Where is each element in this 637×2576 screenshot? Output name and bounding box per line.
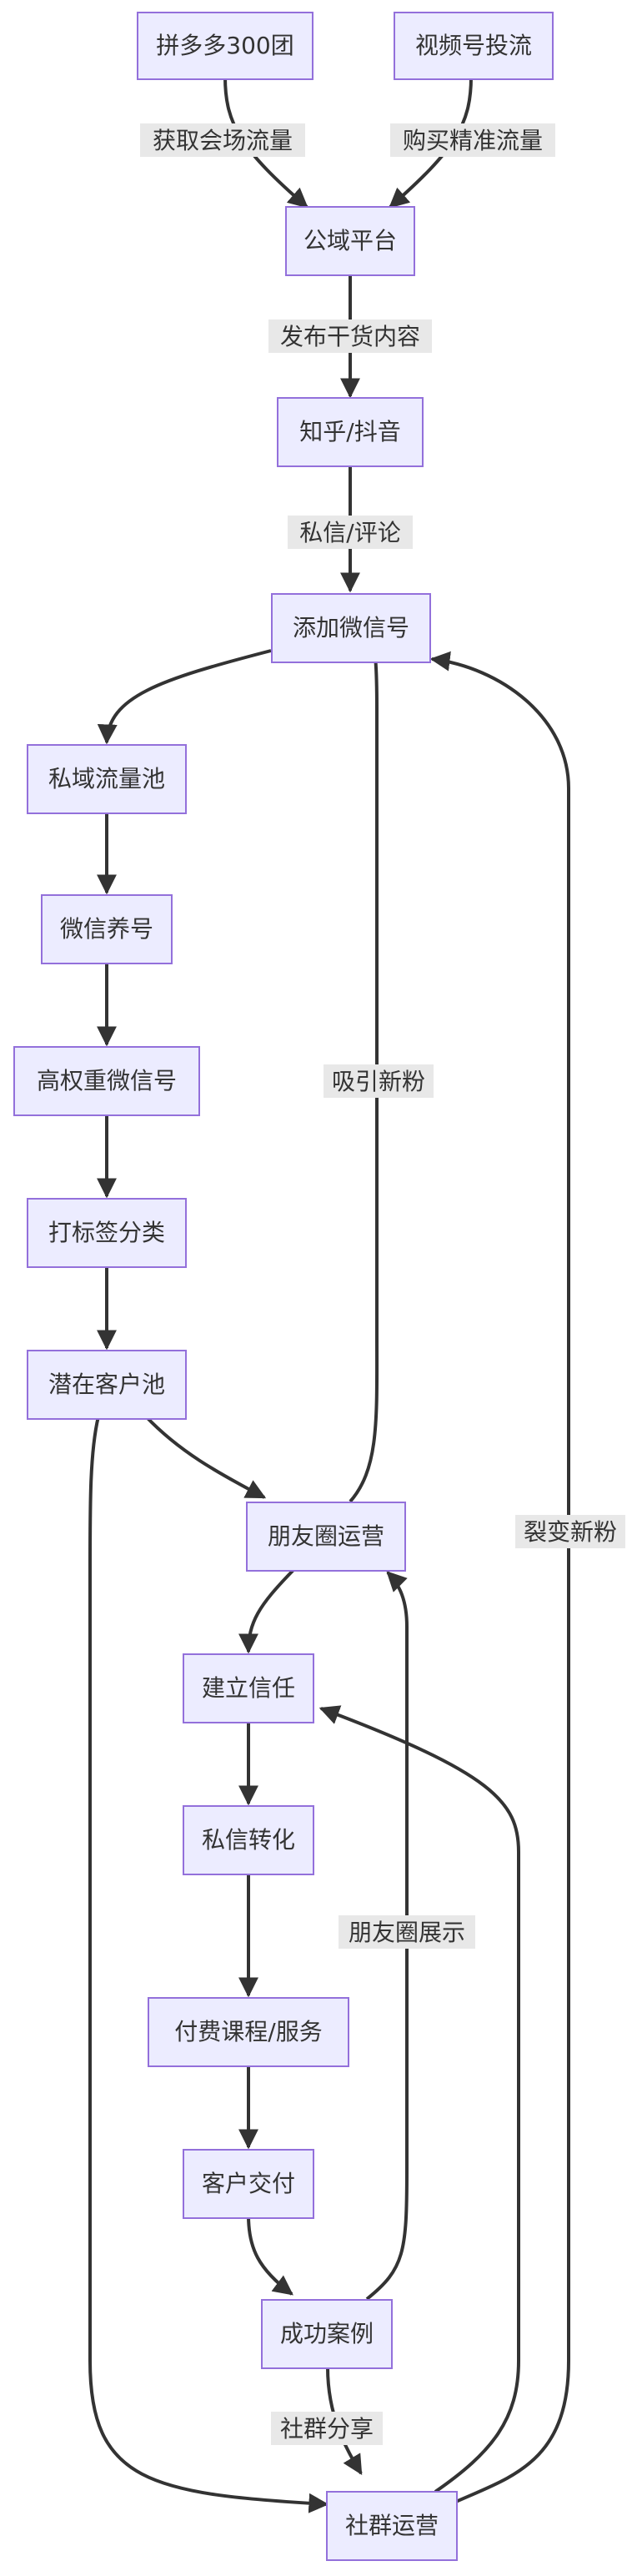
edge-label-zhihu-addwx: 私信/评论 <box>288 516 413 549</box>
node-raise[interactable]: 微信养号 <box>41 894 173 964</box>
node-public[interactable]: 公域平台 <box>285 206 415 276</box>
node-pdd[interactable]: 拼多多300团 <box>137 12 313 80</box>
node-label: 朋友圈运营 <box>268 1522 384 1550</box>
edge-label-case-group: 社群分享 <box>271 2412 383 2445</box>
edge-label-case-moments: 朋友圈展示 <box>339 1915 475 1949</box>
edge-moments-trust <box>238 1568 295 1654</box>
edge-label-text: 获取会场流量 <box>153 127 293 154</box>
edge-label-bg <box>140 123 305 157</box>
edge-label-text: 吸引新粉 <box>332 1068 425 1095</box>
node-private[interactable]: 私域流量池 <box>27 744 187 814</box>
node-box <box>183 2149 314 2219</box>
edge-deliver-case <box>247 2215 293 2296</box>
node-label: 潜在客户池 <box>48 1371 165 1398</box>
node-box <box>137 12 313 80</box>
node-box <box>261 2299 393 2369</box>
nodes: 拼多多300团 视频号投流 公域平台 知乎/抖音 添加微信号 私域流量池 微信养… <box>13 12 554 2561</box>
node-label: 拼多多300团 <box>156 32 293 59</box>
edge-label-moments-addwx: 吸引新粉 <box>324 1064 434 1098</box>
node-label: 打标签分类 <box>48 1219 165 1246</box>
node-label: 私域流量池 <box>48 765 165 792</box>
node-dm[interactable]: 私信转化 <box>183 1805 314 1875</box>
edge-potential-moments <box>144 1415 267 1499</box>
node-trust[interactable]: 建立信任 <box>183 1653 314 1723</box>
node-box <box>271 593 431 663</box>
edges <box>88 76 570 2513</box>
node-box <box>148 1997 349 2067</box>
node-group[interactable]: 社群运营 <box>326 2491 458 2561</box>
node-box <box>277 397 424 467</box>
node-label: 成功案例 <box>280 2320 374 2347</box>
node-label: 添加微信号 <box>293 614 409 641</box>
node-tag[interactable]: 打标签分类 <box>27 1198 187 1268</box>
edge-label-group-addwx: 裂变新粉 <box>515 1515 625 1548</box>
edge-label-text: 购买精准流量 <box>403 127 543 154</box>
edge-label-video-public: 购买精准流量 <box>390 123 555 157</box>
node-label: 付费课程/服务 <box>174 2018 322 2045</box>
node-video[interactable]: 视频号投流 <box>394 12 554 80</box>
node-label: 建立信任 <box>202 1674 295 1702</box>
node-box <box>285 206 415 276</box>
node-label: 私信转化 <box>202 1826 295 1854</box>
node-case[interactable]: 成功案例 <box>261 2299 393 2369</box>
edge-label-bg <box>288 516 413 549</box>
edge-label-public-zhihu: 发布干货内容 <box>268 319 432 353</box>
node-box <box>27 744 187 814</box>
node-box <box>27 1350 187 1420</box>
node-box <box>183 1653 314 1723</box>
node-label: 视频号投流 <box>415 32 532 59</box>
edge-label-bg <box>271 2412 383 2445</box>
node-label: 知乎/抖音 <box>299 418 400 445</box>
node-deliver[interactable]: 客户交付 <box>183 2149 314 2219</box>
node-paid[interactable]: 付费课程/服务 <box>148 1997 349 2067</box>
node-box <box>183 1805 314 1875</box>
node-moments[interactable]: 朋友圈运营 <box>246 1502 406 1572</box>
node-potential[interactable]: 潜在客户池 <box>27 1350 187 1420</box>
node-box <box>27 1198 187 1268</box>
edge-label-text: 私信/评论 <box>299 519 400 546</box>
edge-label-text: 社群分享 <box>280 2415 374 2443</box>
edge-potential-group <box>88 1416 329 2513</box>
node-box <box>41 894 173 964</box>
node-box <box>246 1502 406 1572</box>
node-label: 公域平台 <box>303 227 397 254</box>
edge-label-text: 朋友圈展示 <box>349 1919 465 1946</box>
node-zhihu[interactable]: 知乎/抖音 <box>277 397 424 467</box>
node-label: 客户交付 <box>202 2170 295 2197</box>
edge-label-text: 发布干货内容 <box>280 323 420 350</box>
edge-case-moments <box>365 1571 409 2301</box>
node-box <box>326 2491 458 2561</box>
edge-label-bg <box>390 123 555 157</box>
edge-label-bg <box>339 1915 475 1949</box>
node-label: 微信养号 <box>60 915 153 943</box>
edge-addwx-private <box>97 649 272 745</box>
edge-label-text: 裂变新粉 <box>524 1518 617 1546</box>
edge-group-addwx <box>429 651 570 2506</box>
edge-label-bg <box>324 1064 434 1098</box>
edge-group-trust <box>318 1705 520 2493</box>
node-box <box>394 12 554 80</box>
node-label: 高权重微信号 <box>37 1067 177 1094</box>
node-highwx[interactable]: 高权重微信号 <box>13 1046 200 1116</box>
node-label: 社群运营 <box>345 2512 439 2539</box>
edge-label-pdd-public: 获取会场流量 <box>140 123 305 157</box>
node-box <box>13 1046 200 1116</box>
node-addwx[interactable]: 添加微信号 <box>271 593 431 663</box>
edge-labels: 获取会场流量 购买精准流量 发布干货内容 私信/评论 吸引新粉 裂变新粉 朋友圈… <box>140 123 625 2445</box>
edge-label-bg <box>268 319 432 353</box>
edge-label-bg <box>515 1515 625 1548</box>
